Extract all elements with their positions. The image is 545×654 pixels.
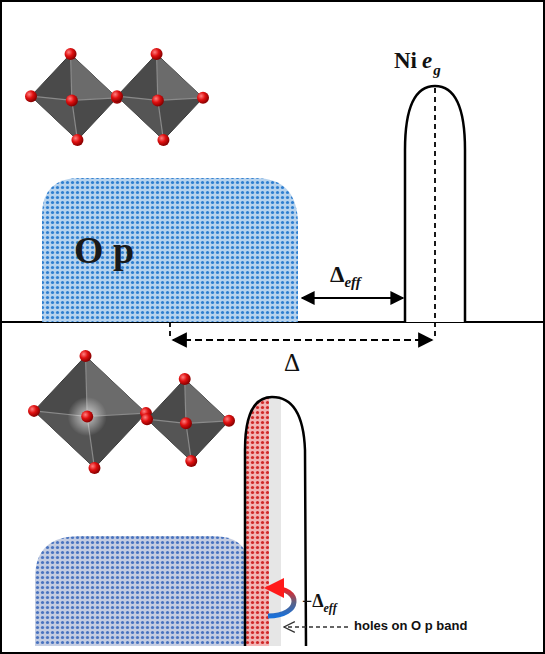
neg-delta-eff-symbol: −Δ xyxy=(302,592,324,612)
op-band-bottom xyxy=(35,536,248,646)
oxygen-atom xyxy=(111,90,123,102)
octahedron-edge xyxy=(157,54,158,100)
oxygen-atom xyxy=(28,405,40,417)
neg-delta-eff-subscript: eff xyxy=(324,602,337,615)
holes-fill xyxy=(244,395,269,647)
oxygen-atom xyxy=(88,462,100,474)
octahedron-edge xyxy=(186,421,229,423)
oxygen-atom xyxy=(71,134,83,146)
octahedron xyxy=(117,54,203,140)
oxygen-atom xyxy=(66,94,78,106)
oxygen-atom xyxy=(179,373,191,385)
band-label: O p xyxy=(74,230,134,272)
oxygen-atom xyxy=(141,413,153,425)
holes-note: holes on O p band xyxy=(354,619,467,633)
hole-region xyxy=(244,395,281,647)
octahedron-edge xyxy=(31,96,72,100)
octahedron-edge xyxy=(158,98,203,101)
delta-symbol: Δ xyxy=(284,349,300,377)
octahedron-face xyxy=(185,379,229,423)
oxygen-atom xyxy=(151,48,163,60)
delta-arrow xyxy=(173,339,432,341)
delta-eff-arrow xyxy=(302,297,403,299)
octahedron xyxy=(31,54,117,140)
holes-pointer xyxy=(284,626,348,627)
oxygen-atom xyxy=(197,92,209,104)
oxygen-atom xyxy=(223,415,235,427)
octahedron xyxy=(147,379,229,461)
octahedron-edge xyxy=(72,98,117,101)
oxygen-atom xyxy=(81,410,93,422)
band-name: Ni xyxy=(394,48,417,73)
delta-eff-subscript: eff xyxy=(344,274,360,291)
octahedron-face xyxy=(157,54,203,100)
oxygen-atom xyxy=(80,350,92,362)
oxygen-atom xyxy=(180,417,192,429)
band-name: e xyxy=(422,48,432,73)
oxygen-atom xyxy=(185,455,197,467)
octahedron-edge xyxy=(117,96,158,100)
charge-transfer-arrow xyxy=(268,588,294,616)
octahedron xyxy=(34,356,146,468)
delta-eff-symbol: Δ xyxy=(330,262,344,287)
hole-edge xyxy=(269,395,281,647)
eg-centre-line xyxy=(434,88,436,340)
op-band: O p xyxy=(42,175,298,322)
octahedron-face xyxy=(71,54,117,100)
octahedron-face xyxy=(34,411,94,468)
oxygen-atom xyxy=(65,48,77,60)
oxygen-atom xyxy=(152,94,164,106)
octahedron-edge xyxy=(71,54,72,100)
band-subscript: g xyxy=(433,62,441,79)
octahedron-glow xyxy=(68,397,107,436)
oxygen-atom xyxy=(25,90,37,102)
oxygen-atom xyxy=(157,134,169,146)
octahedron-edge xyxy=(185,379,186,423)
op-band-fill xyxy=(42,178,298,322)
ni-eg-band-bottom xyxy=(245,397,306,646)
